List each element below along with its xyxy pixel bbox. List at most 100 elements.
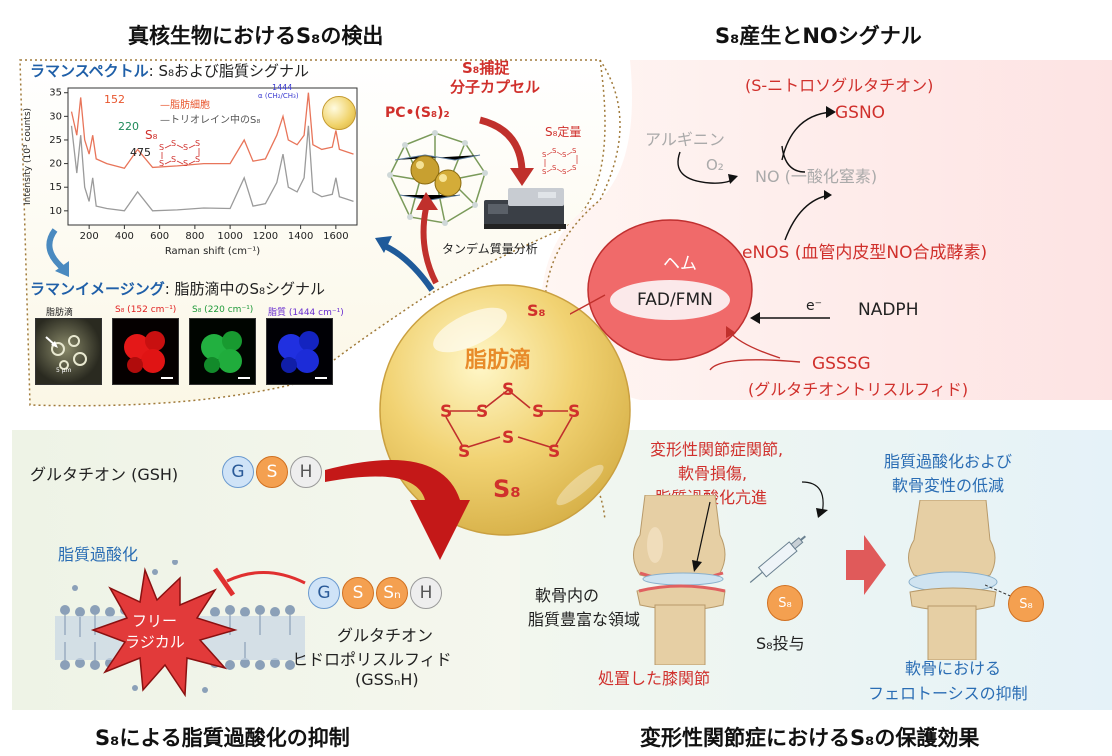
treated-knee-label: 処置した膝関節 [598, 669, 711, 688]
radical-label-2: ラジカル [125, 633, 185, 651]
legend-triolein: —トリオレイン中のS₈ [160, 115, 261, 126]
s-atom: S [476, 402, 488, 422]
s-atom: S [548, 442, 560, 462]
plot-area [67, 87, 358, 226]
ms-label: タンデム質量分析 [442, 242, 538, 256]
gssnh-s-circle: S [342, 577, 374, 609]
heme-label: ヘム [663, 254, 697, 274]
reduced-line-2: 軟骨変性の低減 [892, 476, 1005, 495]
legend-adipocyte: —脂肪細胞 [160, 100, 210, 111]
peak-152-label: 152 [104, 93, 125, 106]
svg-text:S: S [159, 159, 164, 168]
s8-ring-large-icon: S S S S S S S S [440, 380, 580, 462]
s-atom: S [502, 428, 514, 448]
svg-text:S: S [562, 168, 567, 176]
x-tick-label: 1400 [288, 231, 313, 242]
svg-text:S: S [159, 143, 164, 152]
gsh-h-circle: H [290, 456, 322, 488]
x-axis-label: Raman shift (cm⁻¹) [165, 246, 260, 257]
micrograph-brightfield: 5 μm [35, 318, 102, 385]
peak-1444-assignment: α (CH₂/CH₃) [258, 92, 299, 100]
mass-spectrometer-icon [484, 188, 566, 229]
y-axis-label: Intensity (10³ counts) [23, 108, 33, 205]
nadph-label: NADPH [858, 300, 919, 320]
x-tick-label: 1200 [253, 231, 278, 242]
enos-diagram [570, 106, 836, 371]
lipid-droplet-mini-icon [322, 96, 356, 130]
arrow-to-ms-icon [479, 116, 534, 186]
svg-text:S: S [195, 140, 200, 148]
peroxidation-label: 脂質過酸化 [58, 545, 139, 564]
svg-text:S: S [183, 159, 188, 168]
droplet-s8-big: S₈ [493, 475, 521, 503]
y-tick-label: 30 [49, 111, 62, 122]
cartilage-line-2: 脂質豊富な領域 [528, 610, 641, 629]
y-tick-label: 35 [49, 88, 62, 99]
series-line-0 [70, 92, 354, 170]
micrograph-s8-152 [112, 318, 179, 385]
gssnh-sn-circle: Sₙ [376, 577, 408, 609]
arrow-to-imaging-icon [46, 228, 69, 277]
droplet-s8-small: S₈ [527, 301, 546, 320]
s8-structure-label: S₈ [145, 128, 158, 142]
s8-injection-circle: S₈ [767, 585, 803, 621]
scale-bar [238, 377, 250, 379]
membrane-icon [55, 560, 305, 698]
peak-220-label: 220 [118, 120, 139, 133]
svg-text:S: S [171, 155, 176, 164]
s8-admin-label: S₈投与 [756, 634, 805, 653]
svg-text:S: S [552, 164, 557, 172]
peak-1444-label: 1444 [272, 83, 293, 92]
scale-bar-text: 5 μm [56, 367, 72, 374]
image-label-s8-220: S₈ (220 cm⁻¹) [192, 305, 254, 315]
s-atom: S [502, 380, 514, 400]
poly-name-2: ヒドロポリスルフィド [292, 650, 452, 669]
x-tick-label: 400 [115, 231, 134, 242]
x-tick-label: 600 [150, 231, 169, 242]
title-lipid-peroxidation: S₈による脂質過酸化の抑制 [95, 726, 350, 750]
electron-label: e⁻ [806, 298, 823, 314]
fad-fmn-label: FAD/FMN [637, 290, 713, 310]
capsule-complex-label: PC•(S₈)₂ [385, 105, 450, 121]
svg-text:S: S [195, 155, 200, 164]
reduced-line-1: 脂質過酸化および [884, 452, 1013, 471]
knee-joint-healthy-icon [908, 500, 998, 660]
ferroptosis-line-1: 軟骨における [905, 659, 1002, 678]
gsh-s-circle: S [256, 456, 288, 488]
scale-bar [315, 377, 327, 379]
arrow-to-spectrum-icon [375, 236, 435, 292]
gsh-label: グルタチオン (GSH) [30, 465, 179, 484]
disease-line-1: 変形性関節症関節, [650, 440, 784, 459]
molecular-capsule-icon [387, 130, 488, 226]
svg-text:S: S [562, 151, 567, 159]
title-no-signal: S₈産生とNOシグナル [715, 24, 922, 48]
gsno-label: GSNO [835, 103, 886, 123]
svg-text:S: S [552, 148, 557, 155]
gsssg-full-name: (グルタチオントリスルフィド) [748, 380, 969, 399]
o2-label: O₂ [706, 156, 724, 174]
s8-quant-label: S₈定量 [545, 125, 582, 139]
image-label-lipid-1444: 脂質 (1444 cm⁻¹) [268, 308, 344, 318]
arginine-label: アルギニン [645, 130, 725, 149]
poly-name-1: グルタチオン [337, 626, 434, 645]
radical-label-1: フリー [132, 612, 178, 630]
x-tick-label: 1600 [323, 231, 348, 242]
gssnh-h-circle: H [410, 577, 442, 609]
enos-label: eNOS (血管内皮型NO合成酵素) [742, 243, 988, 263]
large-red-arrow-icon [325, 460, 470, 560]
x-tick-label: 800 [185, 231, 204, 242]
scale-bar [161, 377, 173, 379]
ferroptosis-line-2: フェロトーシスの抑制 [868, 684, 1028, 703]
svg-text:S: S [171, 140, 176, 148]
series-line-1 [70, 125, 354, 212]
y-tick-label: 15 [49, 182, 62, 193]
y-tick-label: 20 [49, 159, 62, 170]
curved-pointer-icon [801, 481, 828, 518]
poly-name-3: (GSSₙH) [355, 670, 419, 689]
syringe-icon [749, 535, 806, 583]
s-atom: S [458, 442, 470, 462]
title-detection: 真核生物におけるS₈の検出 [128, 24, 384, 48]
image-label-droplet: 脂肪滴 [46, 308, 74, 318]
